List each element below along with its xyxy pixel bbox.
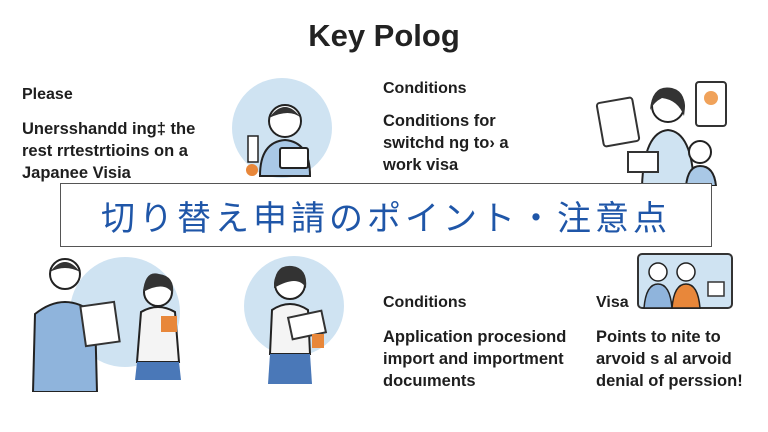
section-heading: Conditions (383, 80, 467, 97)
text-line: denial of perssion! (596, 372, 743, 390)
woman-paper-illustration (244, 256, 344, 384)
section-visa: Visa Points to nite to arvoid s al arvoi… (596, 294, 743, 392)
text-line: rest rrtestrtioins on a (22, 142, 188, 160)
section-heading: Conditions (383, 294, 467, 311)
section-body: Application procesiond import and import… (383, 326, 566, 392)
section-body: Unersshandd ing‡ the rest rrtestrtioins … (22, 118, 195, 184)
section-heading: Visa (596, 294, 629, 311)
text-line: Unersshandd ing‡ the (22, 120, 196, 138)
text-line: Points to nite to (596, 328, 721, 346)
section-body: Points to nite to arvoid s al arvoid den… (596, 326, 743, 392)
two-people-documents-illustration (31, 257, 181, 392)
text-line: arvoid s al arvoid (596, 350, 732, 368)
section-conditions-documents: Conditions Application procesiond import… (383, 294, 566, 392)
woman-id-cards-illustration (595, 81, 727, 186)
page-title: Key Polog (308, 18, 460, 53)
person-laptop-illustration (232, 78, 332, 178)
text-line: work visa (383, 156, 459, 174)
section-heading: Please (22, 86, 73, 103)
section-please: Please Unersshandd ing‡ the rest rrtestr… (22, 86, 195, 184)
text-line: Application procesiond (383, 328, 567, 346)
text-line: Conditions for (383, 112, 496, 130)
headline-banner: 切り替え申請のポイント・注意点 (60, 183, 712, 247)
visa-card-illustration (637, 253, 733, 309)
text-line: switchd ng to› a (383, 134, 509, 152)
section-conditions-switch: Conditions Conditions for switchd ng to›… (383, 80, 509, 176)
banner-text: 切り替え申請のポイント・注意点 (101, 198, 671, 239)
text-line: Japanee Visia (22, 164, 131, 182)
section-body: Conditions for switchd ng to› a work vis… (383, 110, 509, 176)
text-line: docuıments (383, 372, 476, 390)
text-line: import and importment (383, 350, 564, 368)
